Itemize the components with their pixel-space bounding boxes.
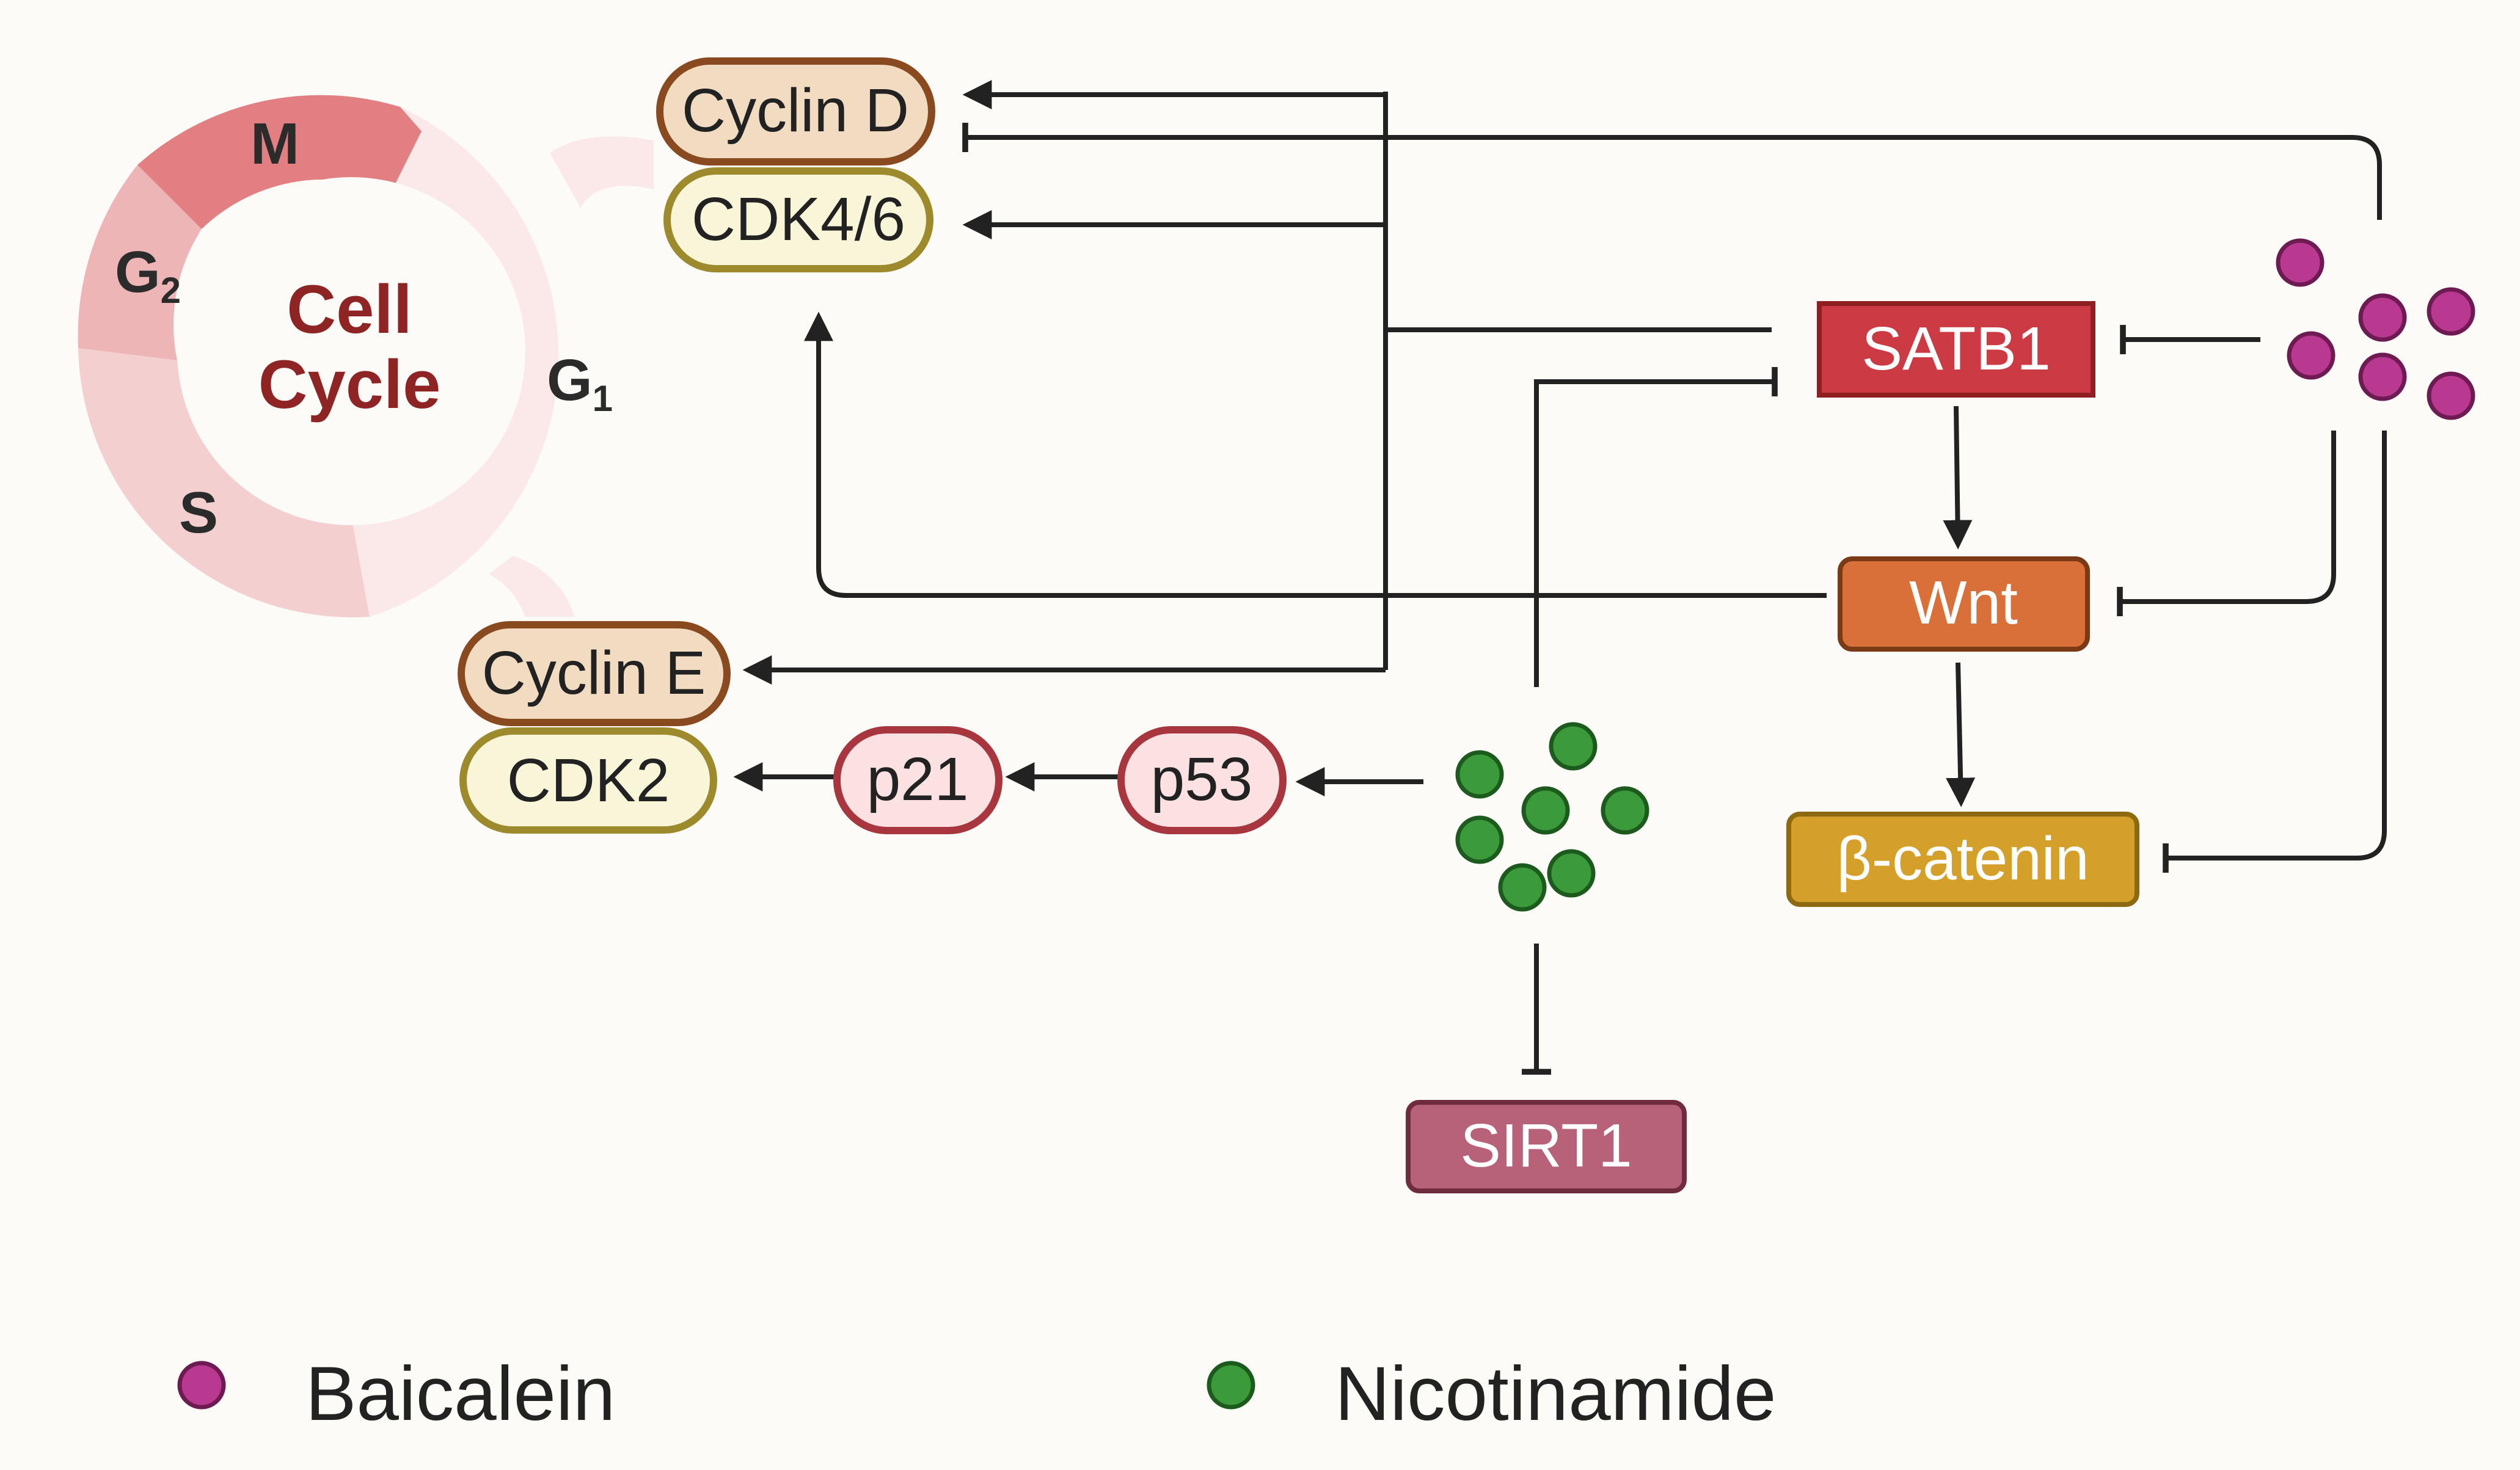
phase-g1-label: G1 <box>547 347 613 419</box>
arrow-wnt-to-beta-catenin <box>1946 662 1976 807</box>
legend: Baicalein Nicotinamide <box>177 1352 1777 1436</box>
inhibit-cyclin-d <box>962 123 2382 220</box>
cdk2-label: CDK2 <box>507 746 670 815</box>
inhibit-beta-catenin <box>2163 431 2387 873</box>
baicalein-molecule <box>2276 238 2325 287</box>
cell-cycle-center <box>177 177 525 525</box>
cyclin-e-label: Cyclin E <box>482 639 706 707</box>
satb1-label: SATB1 <box>1861 315 2050 383</box>
nicotinamide-legend-marker <box>1207 1361 1255 1410</box>
p21-shape <box>833 726 1003 834</box>
g1-sector <box>351 107 559 617</box>
p53-node: p53 <box>1117 726 1287 834</box>
nicotinamide-molecule <box>1455 750 1504 799</box>
s-sector <box>78 348 370 617</box>
nicotinamide-molecule <box>1549 722 1598 771</box>
sirt1-label: SIRT1 <box>1460 1112 1632 1180</box>
g2-sector <box>78 165 202 360</box>
cyclin-e-node: Cyclin E <box>458 621 731 726</box>
beta-catenin-shape <box>1786 812 2139 907</box>
cell-cycle-title-line1: Cell <box>287 271 412 347</box>
phase-g1-subscript: 1 <box>593 378 613 419</box>
cell-cycle-title-line2: Cycle <box>258 346 441 423</box>
beta-catenin-label: β-catenin <box>1836 824 2089 893</box>
p53-shape <box>1117 726 1287 834</box>
phase-g2-letter: G <box>115 239 161 305</box>
satb1-shape <box>1817 301 2095 398</box>
cdk46-node: CDK4/6 <box>663 167 933 272</box>
ring-connector-bottom <box>489 556 574 617</box>
arrow-wnt-to-cdk46 <box>804 311 1827 598</box>
nicotinamide-cluster <box>1455 722 1649 912</box>
beta-catenin-node: β-catenin <box>1786 812 2139 907</box>
phase-s-label: S <box>179 480 218 545</box>
baicalein-cluster <box>2276 238 2475 420</box>
baicalein-molecule <box>2427 287 2475 336</box>
nicotinamide-legend-label: Nicotinamide <box>1335 1352 1777 1436</box>
nicotinamide-molecule <box>1601 786 1649 835</box>
cyclin-d-shape <box>656 57 935 166</box>
wnt-label: Wnt <box>1909 569 2018 637</box>
p21-label: p21 <box>867 745 969 813</box>
ring-connector-top <box>550 136 654 208</box>
cell-cycle-wheel: Cell Cycle M G2 S G1 <box>78 95 654 617</box>
wnt-node: Wnt <box>1838 556 2090 652</box>
nicotinamide-molecule <box>1521 786 1570 835</box>
nicotinamide-molecule <box>1498 863 1547 912</box>
baicalein-molecule <box>2287 331 2336 380</box>
pathway-edges <box>733 80 2387 1075</box>
cyclin-d-node: Cyclin D <box>656 57 935 166</box>
nicotinamide-inhibit-satb1 <box>1534 367 1778 687</box>
baicalein-legend-marker <box>177 1361 226 1410</box>
baicalein-legend-label: Baicalein <box>305 1352 615 1436</box>
baicalein-molecule <box>2427 371 2475 420</box>
satb1-node: SATB1 <box>1817 301 2095 398</box>
nicotinamide-molecule <box>1455 815 1504 864</box>
nicotinamide-molecule <box>1547 849 1596 898</box>
sirt1-shape <box>1406 1100 1687 1193</box>
cdk46-label: CDK4/6 <box>692 185 905 253</box>
baicalein-molecule <box>2358 352 2407 401</box>
baicalein-molecule <box>2358 293 2407 342</box>
cyclin-e-shape <box>458 621 731 726</box>
p21-node: p21 <box>833 726 1003 834</box>
m-sector <box>137 95 422 229</box>
cdk46-shape <box>663 167 933 272</box>
phase-g2-subscript: 2 <box>161 270 181 311</box>
cdk2-node: CDK2 <box>459 727 717 834</box>
sirt1-node: SIRT1 <box>1406 1100 1687 1193</box>
arrow-satb1-to-wnt <box>1943 406 1973 550</box>
cyclin-d-label: Cyclin D <box>682 76 909 145</box>
phase-m-label: M <box>250 111 299 176</box>
phase-g2-label: G2 <box>115 239 181 311</box>
p53-label: p53 <box>1151 745 1253 813</box>
phase-g1-letter: G <box>547 347 593 413</box>
inhibit-wnt <box>2117 431 2336 616</box>
cdk2-shape <box>459 727 717 834</box>
wnt-shape <box>1838 556 2090 652</box>
